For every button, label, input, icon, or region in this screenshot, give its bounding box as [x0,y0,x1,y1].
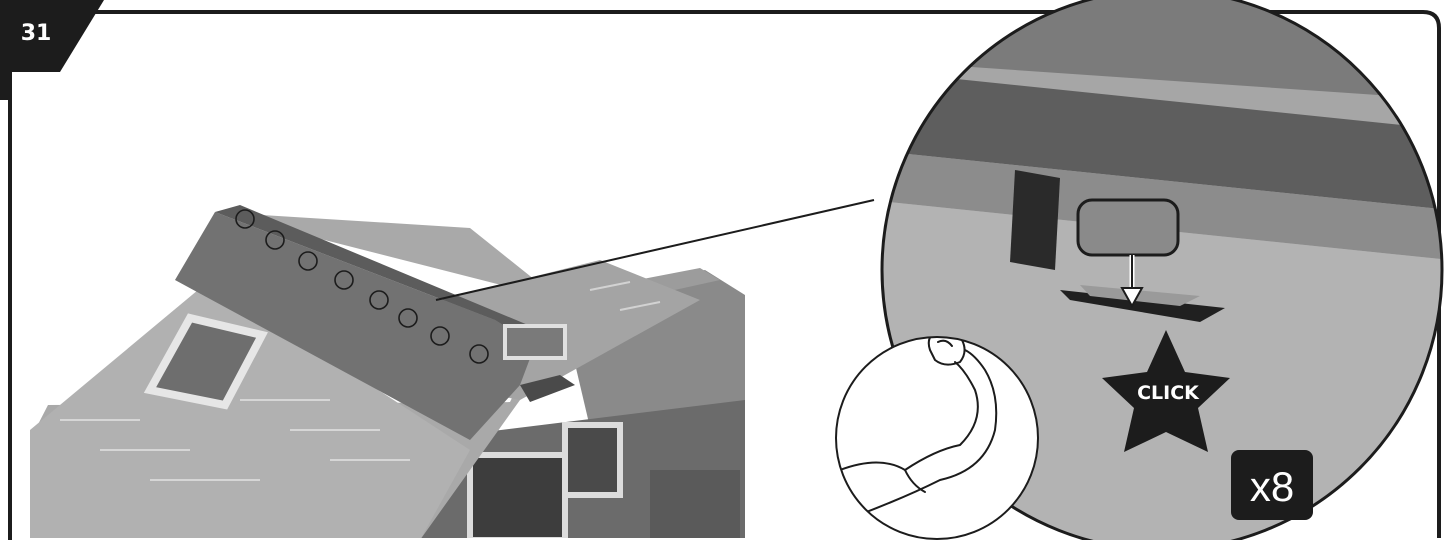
quantity-badge: x8 [1231,450,1313,520]
roof-assembly-illustration [30,205,745,540]
quantity-label: x8 [1250,463,1294,510]
click-label: CLICK [1137,382,1200,404]
step-badge: 31 [0,0,104,100]
step-number: 31 [21,21,52,46]
